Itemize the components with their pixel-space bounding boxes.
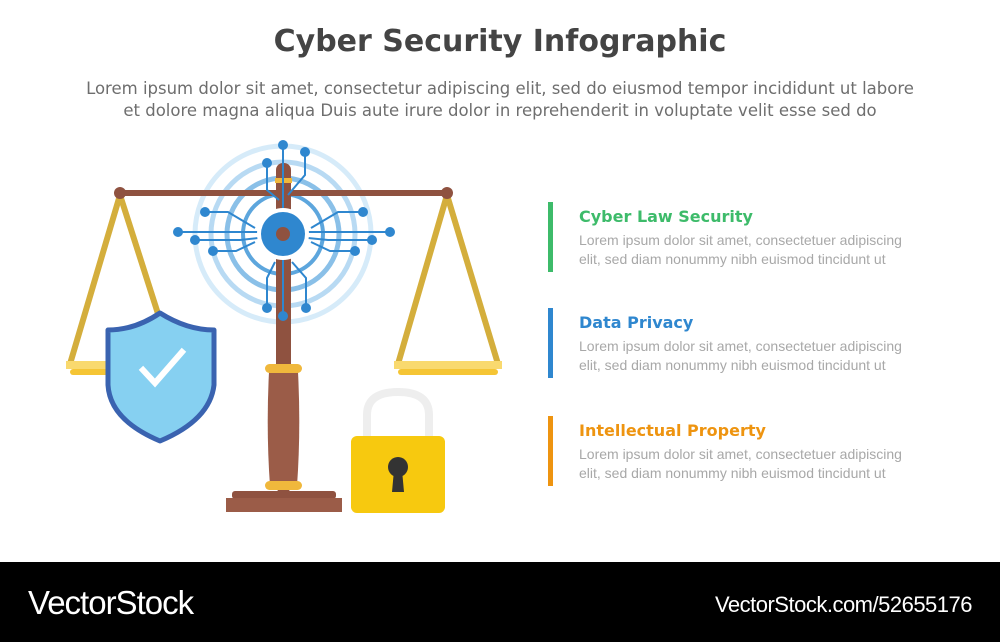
accent-bar: [548, 416, 553, 486]
circuit-lines: [178, 145, 390, 316]
item-description: Lorem ipsum dolor sit amet, consectetuer…: [579, 445, 959, 483]
padlock-icon: [351, 387, 445, 513]
accent-bar: [548, 308, 553, 378]
info-item-data-privacy: Data Privacy Lorem ipsum dolor sit amet,…: [548, 308, 968, 378]
watermark-footer: VectorStock VectorStock.com/52655176: [0, 562, 1000, 642]
cyber-law-illustration: [66, 140, 502, 513]
item-description-line-2: elit, sed diam nonummy nibh euismod tinc…: [579, 251, 886, 267]
accent-bar: [548, 202, 553, 272]
item-description-line-1: Lorem ipsum dolor sit amet, consectetuer…: [579, 232, 902, 248]
info-item-cyber-law-security: Cyber Law Security Lorem ipsum dolor sit…: [548, 202, 968, 272]
subtitle-line-1: Lorem ipsum dolor sit amet, consectetur …: [86, 79, 914, 98]
item-description: Lorem ipsum dolor sit amet, consectetuer…: [579, 231, 959, 269]
circuit-nodes: [173, 140, 395, 321]
shield-check-icon: [105, 310, 217, 444]
item-description-line-2: elit, sed diam nonummy nibh euismod tinc…: [579, 465, 886, 481]
item-description: Lorem ipsum dolor sit amet, consectetuer…: [579, 337, 959, 375]
image-url: VectorStock.com/52655176: [714, 592, 973, 617]
info-item-intellectual-property: Intellectual Property Lorem ipsum dolor …: [548, 416, 968, 486]
subtitle-line-2: et dolore magna aliqua Duis aute irure d…: [123, 101, 877, 120]
page-title: Cyber Security Infographic: [273, 24, 727, 59]
item-description-line-2: elit, sed diam nonummy nibh euismod tinc…: [579, 357, 886, 373]
item-description-line-1: Lorem ipsum dolor sit amet, consectetuer…: [579, 338, 902, 354]
page-subtitle: Lorem ipsum dolor sit amet, consectetur …: [30, 78, 970, 122]
brand-logo: VectorStock: [28, 584, 194, 621]
item-heading: Data Privacy: [579, 313, 694, 332]
item-heading: Intellectual Property: [579, 421, 766, 440]
item-heading: Cyber Law Security: [579, 207, 753, 226]
item-description-line-1: Lorem ipsum dolor sit amet, consectetuer…: [579, 446, 902, 462]
